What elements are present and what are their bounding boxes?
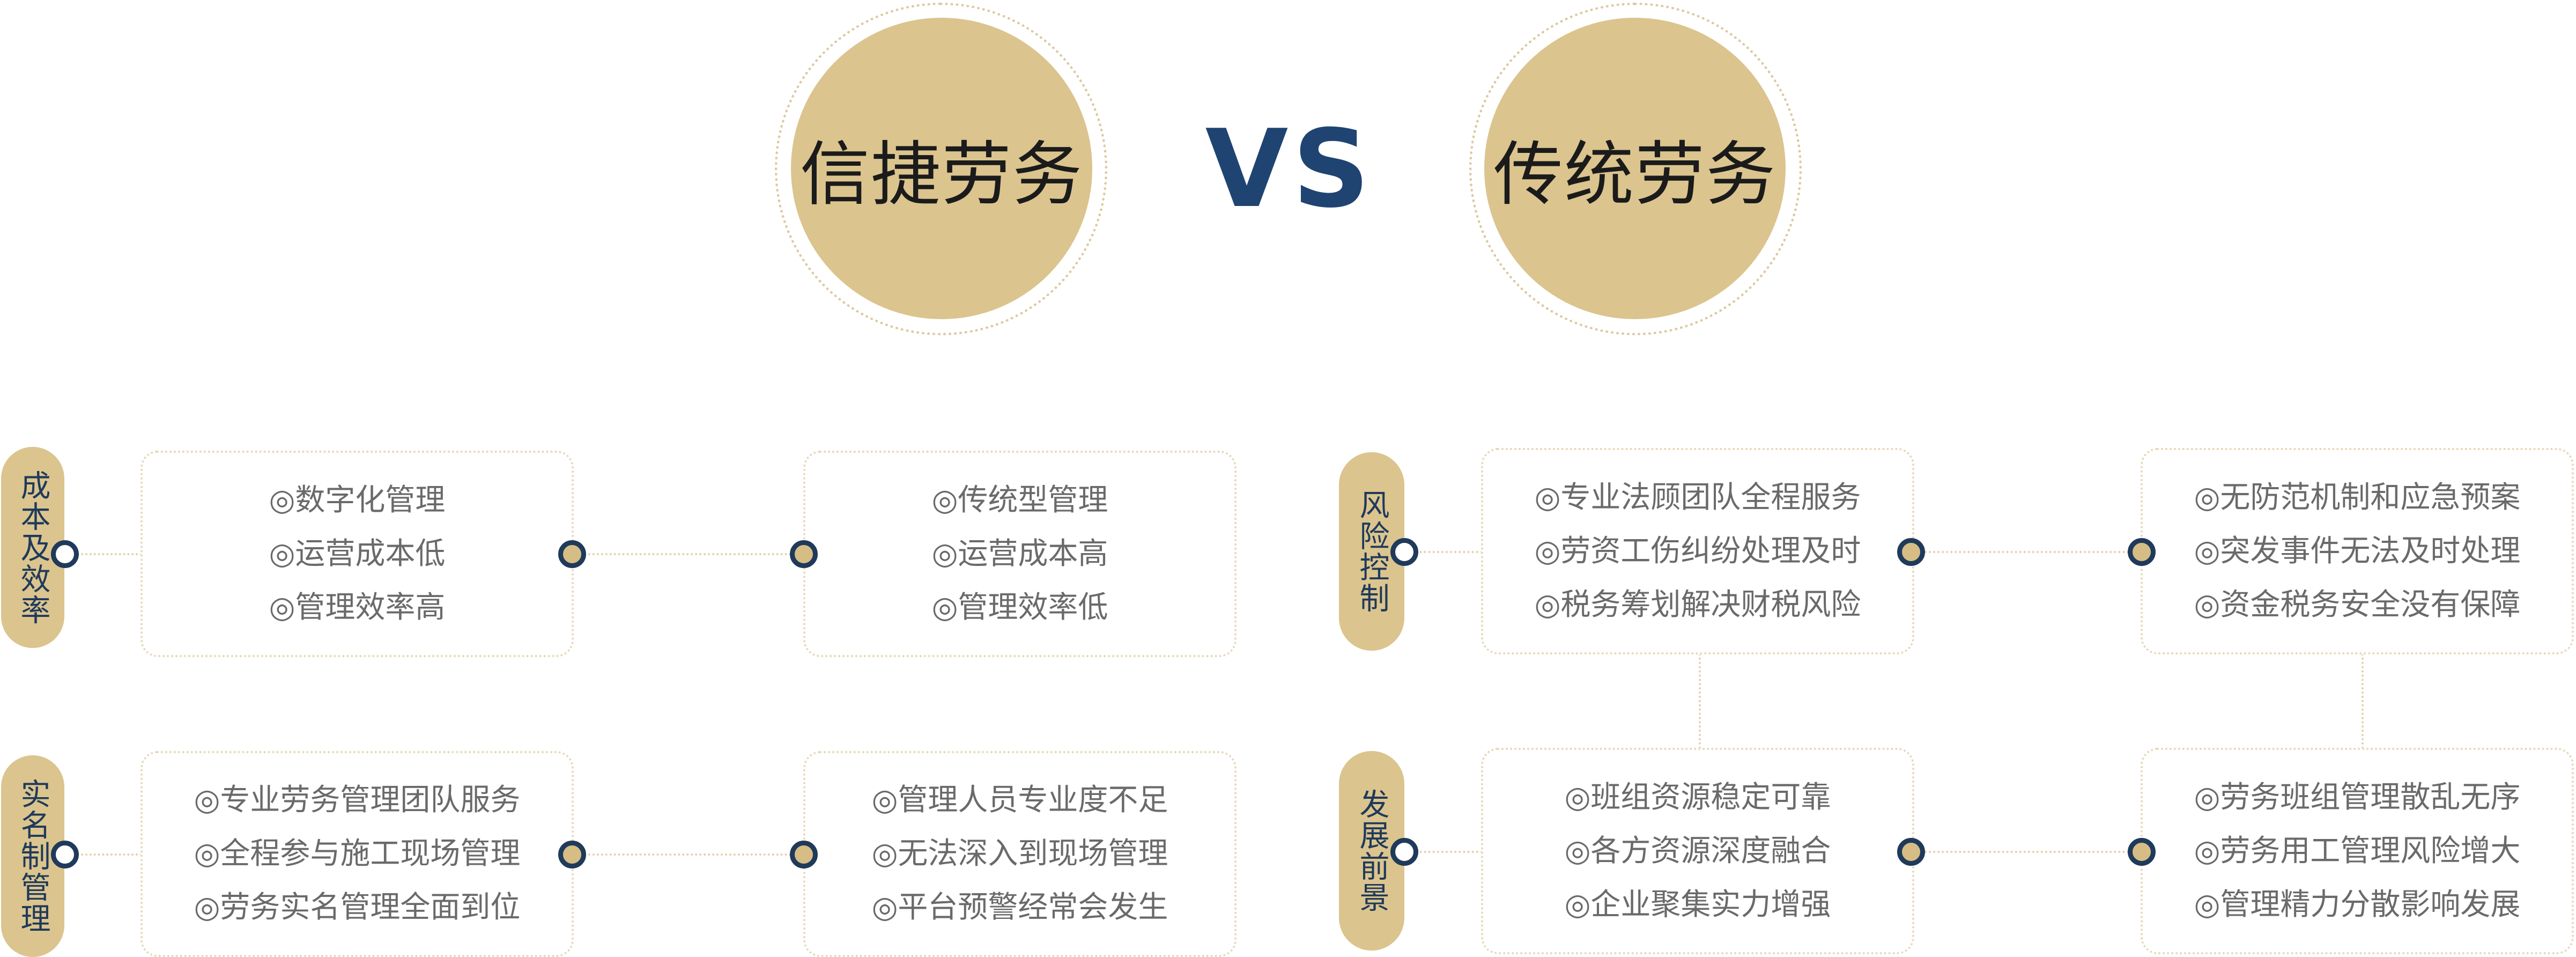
comparison-box-right: ◎无防范机制和应急预案 ◎突发事件无法及时处理 ◎资金税务安全没有保障 <box>2141 448 2574 654</box>
box-item: ◎税务筹划解决财税风险 <box>1534 587 1861 622</box>
connector-dot <box>1897 838 1925 866</box>
comparison-box-right: ◎传统型管理 ◎运营成本高 ◎管理效率低 <box>803 451 1237 657</box>
left-title: 信捷劳务 <box>800 134 1083 215</box>
box-item: ◎无法深入到现场管理 <box>871 836 1168 871</box>
connector-line <box>1402 551 1483 553</box>
connector-line <box>2362 653 2364 749</box>
box-item: ◎管理人员专业度不足 <box>871 783 1168 818</box>
connector-dot <box>1897 538 1925 566</box>
box-item: ◎全程参与施工现场管理 <box>194 836 521 871</box>
connector-dot <box>2128 838 2156 866</box>
connector-dot <box>790 540 818 568</box>
box-item: ◎劳务班组管理散乱无序 <box>2194 779 2521 815</box>
box-item: ◎各方资源深度融合 <box>1564 833 1831 868</box>
box-item: ◎运营成本高 <box>931 536 1108 571</box>
vs-label: VS <box>1205 106 1374 232</box>
box-item: ◎数字化管理 <box>269 482 446 518</box>
comparison-box-left: ◎专业劳务管理团队服务 ◎全程参与施工现场管理 ◎劳务实名管理全面到位 <box>140 751 574 957</box>
box-item: ◎平台预警经常会发生 <box>871 890 1168 925</box>
connector-line <box>64 853 142 856</box>
comparison-box-right: ◎劳务班组管理散乱无序 ◎劳务用工管理风险增大 ◎管理精力分散影响发展 <box>2141 748 2574 954</box>
connector-line <box>1912 851 2142 853</box>
box-item: ◎班组资源稳定可靠 <box>1564 779 1831 815</box>
connector-line <box>571 553 804 555</box>
comparison-box-right: ◎管理人员专业度不足 ◎无法深入到现场管理 ◎平台预警经常会发生 <box>803 751 1237 957</box>
box-item: ◎管理效率低 <box>931 590 1108 625</box>
connector-dot <box>558 841 586 868</box>
left-title-circle: 信捷劳务 <box>791 18 1092 319</box>
category-label: 实名制管理 <box>16 778 50 934</box>
box-item: ◎传统型管理 <box>931 482 1108 518</box>
connector-dot <box>1390 838 1418 866</box>
box-item: ◎管理精力分散影响发展 <box>2194 887 2521 922</box>
connector-dot <box>790 841 818 868</box>
right-title-ring <box>1469 3 1802 335</box>
box-item: ◎专业法顾团队全程服务 <box>1534 480 1861 515</box>
connector-dot <box>1390 538 1418 566</box>
connector-line <box>571 853 804 856</box>
box-item: ◎劳资工伤纠纷处理及时 <box>1534 533 1861 569</box>
category-pill: 风险控制 <box>1339 452 1404 651</box>
connector-dot <box>558 540 586 568</box>
right-title-circle: 传统劳务 <box>1484 18 1786 319</box>
comparison-box-left: ◎数字化管理 ◎运营成本低 ◎管理效率高 <box>140 451 574 657</box>
box-item: ◎企业聚集实力增强 <box>1564 887 1831 922</box>
box-item: ◎劳务实名管理全面到位 <box>194 890 521 925</box>
box-item: ◎专业劳务管理团队服务 <box>194 783 521 818</box>
connector-line <box>64 553 142 555</box>
connector-line <box>1402 851 1483 853</box>
connector-line <box>1912 551 2142 553</box>
category-label: 发展前景 <box>1354 789 1389 913</box>
box-item: ◎运营成本低 <box>269 536 446 571</box>
box-item: ◎劳务用工管理风险增大 <box>2194 833 2521 868</box>
box-item: ◎资金税务安全没有保障 <box>2194 587 2521 622</box>
connector-dot <box>51 841 79 868</box>
box-item: ◎管理效率高 <box>269 590 446 625</box>
box-item: ◎突发事件无法及时处理 <box>2194 533 2521 569</box>
connector-dot <box>2128 538 2156 566</box>
connector-dot <box>51 540 79 568</box>
connector-line <box>1699 653 1701 749</box>
category-label: 成本及效率 <box>16 469 50 625</box>
box-item: ◎无防范机制和应急预案 <box>2194 480 2521 515</box>
left-title-ring <box>775 3 1107 335</box>
comparison-box-left: ◎专业法顾团队全程服务 ◎劳资工伤纠纷处理及时 ◎税务筹划解决财税风险 <box>1481 448 1914 654</box>
right-title: 传统劳务 <box>1493 134 1776 215</box>
category-label: 风险控制 <box>1354 489 1389 614</box>
comparison-box-left: ◎班组资源稳定可靠 ◎各方资源深度融合 ◎企业聚集实力增强 <box>1481 748 1914 954</box>
